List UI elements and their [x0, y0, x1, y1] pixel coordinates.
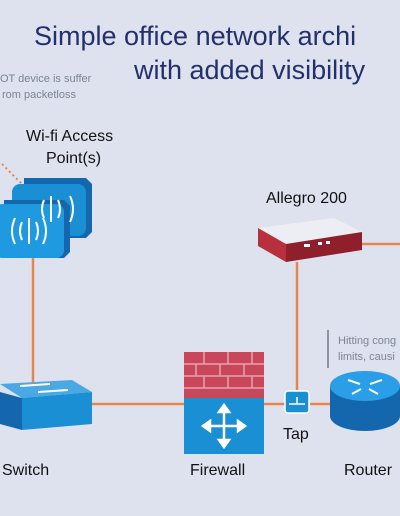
allegro-label: Allegro 200: [266, 190, 347, 207]
router-callout-bar: [327, 330, 329, 368]
iot-note-line-2: rom packetloss: [2, 89, 76, 101]
router-note-line-2: limits, causi: [338, 351, 395, 363]
tap-icon: [284, 390, 310, 414]
router-label: Router: [344, 462, 393, 479]
router-note-line-1: Hitting cong: [338, 335, 397, 347]
diagram-title-line-2: with added visibility: [134, 55, 366, 85]
diagram-title-line-1: Simple office network archi: [34, 21, 357, 51]
router-icon: [330, 371, 400, 431]
iot-note-line-1: OT device is suffer: [0, 73, 92, 85]
wifi-label-line-1: Wi-fi Access: [26, 128, 114, 145]
network-links: [1, 163, 400, 406]
tap-label: Tap: [283, 426, 309, 443]
switch-label: Switch: [2, 462, 50, 479]
switch-icon: [0, 380, 92, 430]
allegro-appliance-icon: [258, 218, 362, 262]
link-iot-wifi: [1, 163, 23, 185]
wifi-access-point-icon: [0, 178, 92, 258]
wifi-label-line-2: Point(s): [46, 150, 102, 167]
firewall-label: Firewall: [190, 462, 246, 479]
firewall-icon: [184, 352, 264, 454]
